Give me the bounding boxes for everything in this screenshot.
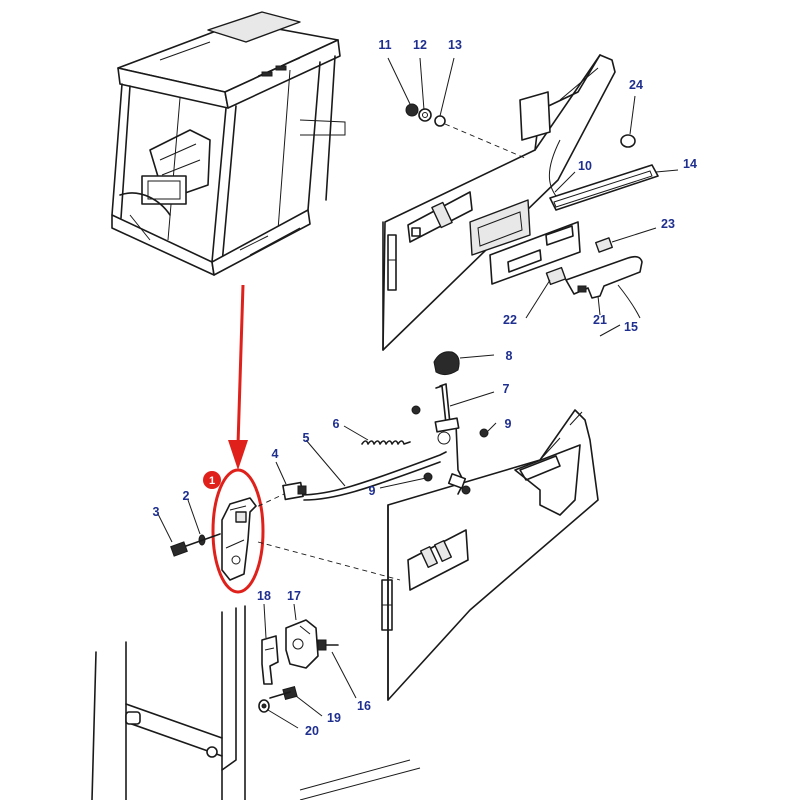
callout-14: 14 bbox=[683, 157, 697, 171]
callout-17: 17 bbox=[287, 589, 301, 603]
callout-4: 4 bbox=[272, 447, 279, 461]
callout-21: 21 bbox=[593, 313, 607, 327]
callout-7: 7 bbox=[503, 382, 510, 396]
upper-door-panel bbox=[382, 54, 659, 351]
callout-15: 15 bbox=[624, 320, 638, 334]
callout-16: 16 bbox=[357, 699, 371, 713]
lower-door-panel bbox=[381, 409, 599, 701]
callout-22: 22 bbox=[503, 313, 517, 327]
highlight-arrow bbox=[228, 284, 248, 470]
callout-labels: 11 12 13 24 10 14 23 22 21 15 8 7 9 9 6 … bbox=[153, 38, 697, 738]
bolt-part-3 bbox=[170, 533, 221, 557]
callout-12: 12 bbox=[413, 38, 427, 52]
callout-13: 13 bbox=[448, 38, 462, 52]
callout-5: 5 bbox=[303, 431, 310, 445]
callout-24: 24 bbox=[629, 78, 643, 92]
linkage-assembly bbox=[249, 351, 489, 581]
callout-10: 10 bbox=[578, 159, 592, 173]
callout-6: 6 bbox=[333, 417, 340, 431]
callout-23: 23 bbox=[661, 217, 675, 231]
callout-3: 3 bbox=[153, 505, 160, 519]
highlight-ellipse bbox=[211, 468, 265, 594]
callout-2: 2 bbox=[183, 489, 190, 503]
tractor-cab-illustration bbox=[111, 11, 346, 276]
badge-label: 1 bbox=[209, 475, 215, 487]
callout-8: 8 bbox=[506, 349, 513, 363]
callout-20: 20 bbox=[305, 724, 319, 738]
callout-11: 11 bbox=[378, 38, 391, 52]
latch-part-1 bbox=[221, 497, 257, 581]
leader-lines bbox=[157, 57, 679, 729]
lower-frame bbox=[91, 605, 421, 800]
part-number-badge: 1 bbox=[203, 471, 221, 489]
striker-assembly bbox=[258, 619, 339, 713]
callout-9-upper: 9 bbox=[505, 417, 512, 431]
callout-19: 19 bbox=[327, 711, 341, 725]
callout-9-lower: 9 bbox=[369, 484, 376, 498]
callout-18: 18 bbox=[257, 589, 271, 603]
